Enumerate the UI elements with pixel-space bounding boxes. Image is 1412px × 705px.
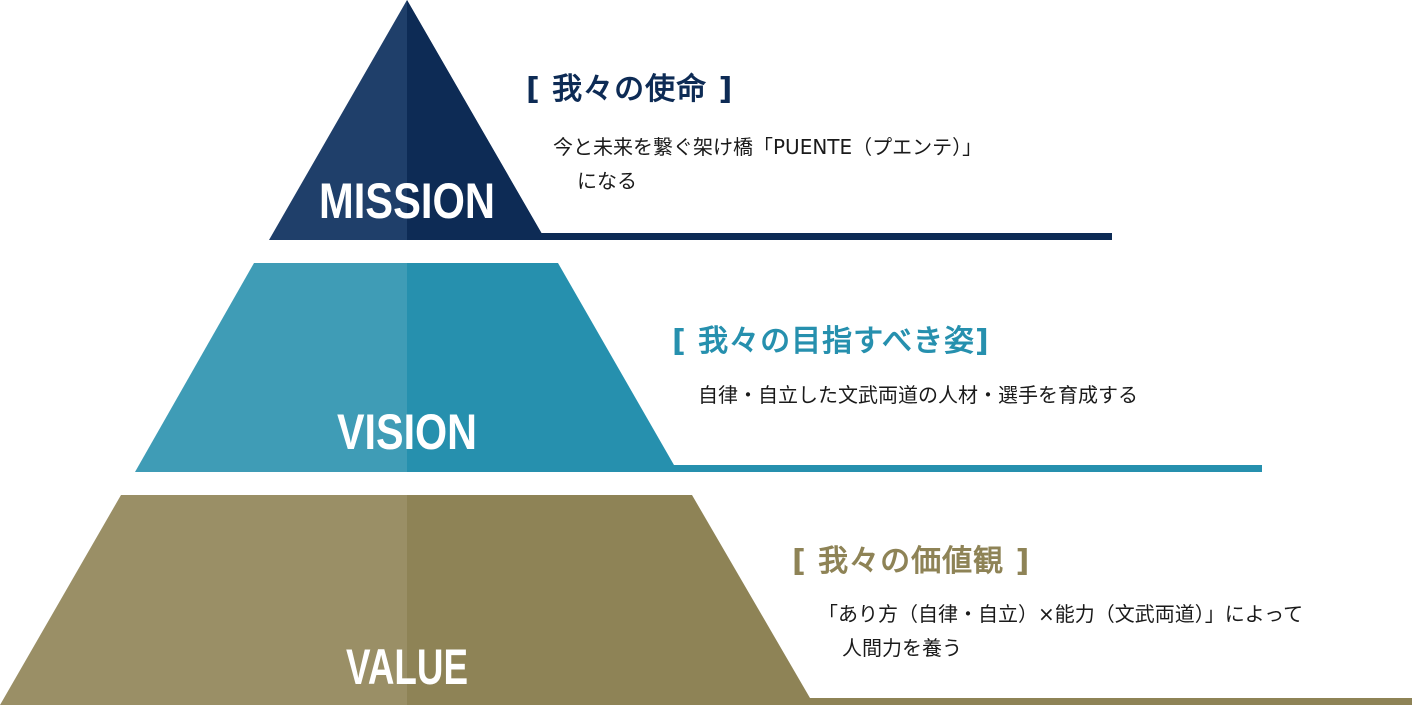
vision-label: VISION	[337, 404, 477, 460]
mission-left-half	[269, 0, 407, 240]
vision-description-line1: 自律・自立した文武両道の人材・選手を育成する	[698, 383, 1138, 407]
vision-tier: VISION	[135, 263, 1262, 472]
vision-left-half	[135, 263, 407, 472]
vision-underline	[660, 465, 1262, 472]
value-tier: VALUE	[0, 495, 1412, 705]
mission-heading: [ 我々の使命 ]	[526, 72, 734, 107]
mission-tier: MISSION	[269, 0, 1112, 240]
mission-underline	[530, 233, 1112, 240]
value-left-half	[0, 495, 407, 705]
mission-description-line2: になる	[577, 169, 637, 193]
vision-description: 自律・自立した文武両道の人材・選手を育成する	[698, 378, 1138, 412]
value-description-line1: 「あり方（自律・自立）×能力（文武両道）」によって	[818, 602, 1304, 626]
value-right-half	[407, 495, 810, 705]
vision-heading: [ 我々の目指すべき姿]	[672, 324, 990, 359]
mission-right-half-fill	[407, 0, 542, 240]
value-heading: [ 我々の価値観 ]	[792, 544, 1031, 579]
value-label: VALUE	[346, 639, 468, 695]
vision-right-half	[407, 263, 678, 472]
mission-description: 今と未来を繋ぐ架け橋「PUENTE（プエンテ）」 になる	[553, 130, 982, 198]
value-description-line2: 人間力を養う	[842, 636, 962, 660]
value-underline	[790, 698, 1412, 705]
mission-description-line1: 今と未来を繋ぐ架け橋「PUENTE（プエンテ）」	[553, 135, 983, 159]
value-description: 「あり方（自律・自立）×能力（文武両道）」によって 人間力を養う	[818, 597, 1303, 665]
mission-label: MISSION	[319, 173, 495, 229]
